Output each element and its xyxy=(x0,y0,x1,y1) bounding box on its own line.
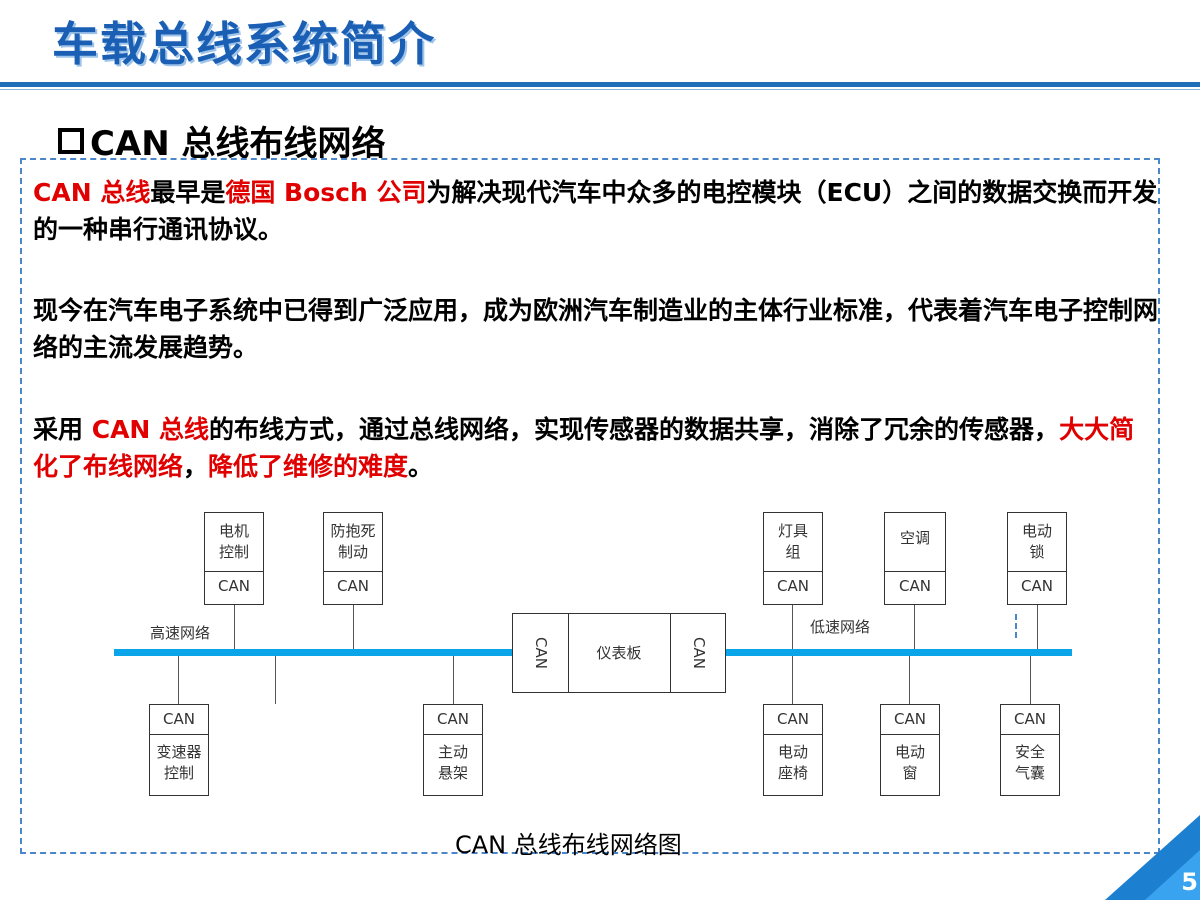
node-label: 灯具 组 xyxy=(777,522,808,561)
highlight-can-bus: CAN 总线 xyxy=(33,178,151,207)
title-divider xyxy=(0,82,1200,87)
node-label: 安全 气囊 xyxy=(1014,743,1045,782)
diagram-caption: CAN 总线布线网络图 xyxy=(455,831,682,859)
node-power-seat: CAN 电动 座椅 xyxy=(763,704,823,796)
can-module: CAN xyxy=(324,571,382,601)
node-active-suspension: CAN 主动 悬架 xyxy=(423,704,483,796)
node-motor-control: 电机 控制 CAN xyxy=(204,512,264,605)
title-divider-thin xyxy=(0,89,1200,90)
can-module: CAN xyxy=(885,571,945,601)
node-airbag: CAN 安全 气囊 xyxy=(1000,704,1060,796)
text-span: ， xyxy=(183,452,209,481)
wire xyxy=(1030,656,1031,704)
node-label: 电动 锁 xyxy=(1021,522,1052,561)
node-label: 空调 xyxy=(899,529,930,547)
node-label: 电动 座椅 xyxy=(777,743,808,782)
checkbox-bullet-icon xyxy=(58,127,84,154)
node-label: 防抱死 制动 xyxy=(330,522,376,561)
wire xyxy=(453,656,454,704)
wire xyxy=(353,605,354,649)
can-module: CAN xyxy=(764,571,822,601)
high-speed-bus xyxy=(114,649,514,656)
wire xyxy=(234,605,235,649)
paragraph-adoption: 现今在汽车电子系统中已得到广泛应用，成为欧洲汽车制造业的主体行业标准，代表着汽车… xyxy=(33,296,1159,362)
paragraph-can-origin: CAN 总线最早是德国 Bosch 公司为解决现代汽车中众多的电控模块（ECU）… xyxy=(33,174,1158,248)
wire xyxy=(275,656,276,704)
slide-title: 车载总线系统简介 xyxy=(52,17,436,71)
section-heading: CAN 总线布线网络 xyxy=(58,116,386,165)
low-speed-bus xyxy=(726,649,1072,656)
wire xyxy=(1037,605,1038,649)
text-span: 。 xyxy=(408,452,434,481)
node-lamp-group: 灯具 组 CAN xyxy=(763,512,823,605)
dashboard-label: 仪表板 xyxy=(596,644,642,662)
can-module: CAN xyxy=(689,637,708,669)
dashboard-can-left: CAN xyxy=(513,614,569,692)
wire xyxy=(792,656,793,704)
section-heading-text: CAN 总线布线网络 xyxy=(90,124,386,164)
corner-decoration-inner xyxy=(1145,850,1200,900)
low-speed-label: 低速网络 xyxy=(810,618,871,636)
text-span: 采用 xyxy=(33,415,92,444)
text-span: 的布线方式，通过总线网络，实现传感器的数据共享，消除了冗余的传感器， xyxy=(209,415,1060,444)
node-label: 主动 悬架 xyxy=(437,743,468,782)
wire xyxy=(178,656,179,704)
node-air-conditioning: 空调 CAN xyxy=(884,512,946,605)
can-module: CAN xyxy=(531,637,550,669)
can-module: CAN xyxy=(424,705,482,735)
highlight-simplify: 大大简化了布线网络 xyxy=(33,415,1135,481)
panel-dash-mark xyxy=(1015,614,1019,638)
node-transmission-control: CAN 变速器 控制 xyxy=(149,704,209,796)
wire xyxy=(792,605,793,649)
node-power-lock: 电动 锁 CAN xyxy=(1007,512,1067,605)
highlight-bosch: 德国 Bosch 公司 xyxy=(225,178,427,207)
wire xyxy=(909,656,910,704)
can-module: CAN xyxy=(150,705,208,735)
node-power-window: CAN 电动 窗 xyxy=(880,704,940,796)
highlight-maintenance: 降低了维修的难度 xyxy=(208,452,409,481)
wire xyxy=(914,605,915,649)
node-dashboard: CAN 仪表板 CAN xyxy=(512,613,726,693)
can-module: CAN xyxy=(764,705,822,735)
can-module: CAN xyxy=(1008,571,1066,601)
node-label: 电动 窗 xyxy=(894,743,925,782)
high-speed-label: 高速网络 xyxy=(150,624,211,642)
dashboard-can-right: CAN xyxy=(670,614,726,692)
node-label: 电机 控制 xyxy=(218,522,249,561)
text-span: 最早是 xyxy=(150,178,226,207)
can-module: CAN xyxy=(881,705,939,735)
highlight-can-bus: CAN 总线 xyxy=(91,415,210,444)
paragraph-benefits: 采用 CAN 总线的布线方式，通过总线网络，实现传感器的数据共享，消除了冗余的传… xyxy=(33,411,1158,485)
node-label: 变速器 控制 xyxy=(156,743,202,782)
text-span: 为解决现代汽车中众多的电控模块（ECU）之间的数据交换而开发的一种串行通讯协议。 xyxy=(33,178,1158,244)
can-module: CAN xyxy=(205,571,263,601)
content-panel xyxy=(20,158,1160,854)
page-number: 5 xyxy=(1181,868,1198,896)
node-abs: 防抱死 制动 CAN xyxy=(323,512,383,605)
can-module: CAN xyxy=(1001,705,1059,735)
